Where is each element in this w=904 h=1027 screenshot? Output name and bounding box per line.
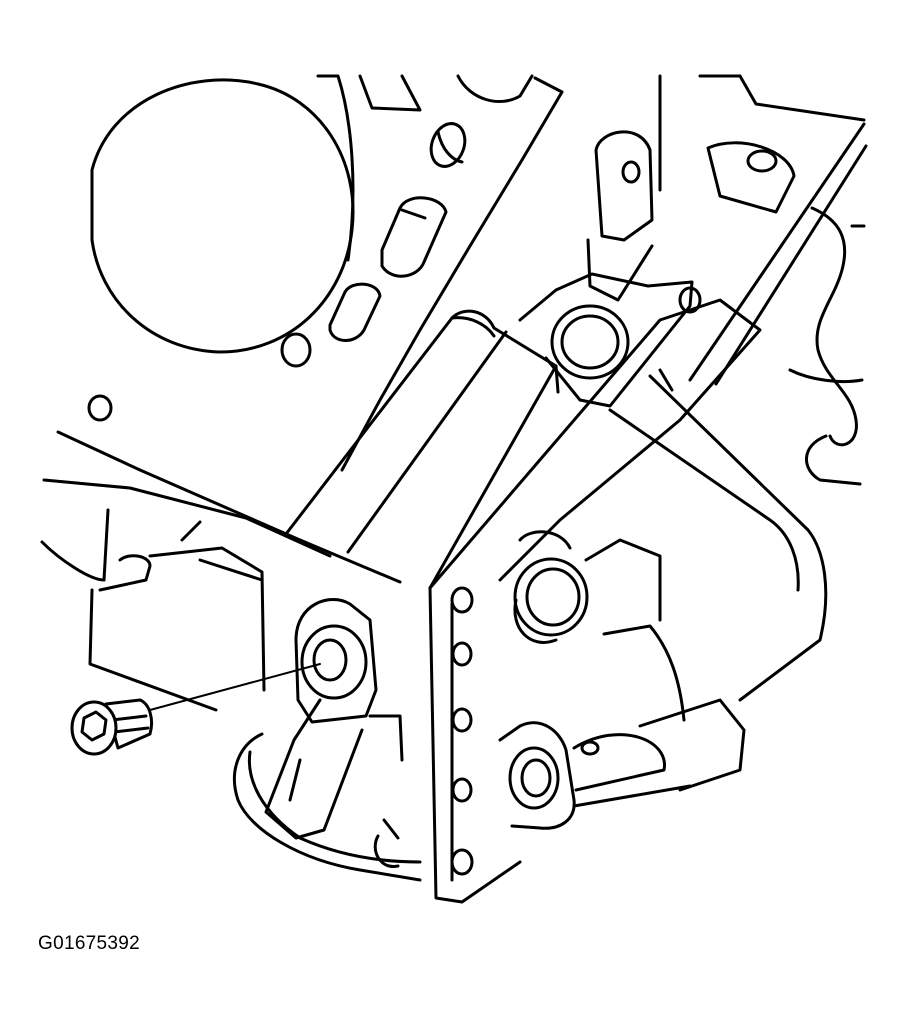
angled-bracket (284, 309, 828, 702)
cylinder-bore (90, 78, 355, 354)
figure-id-label: G01675392 (38, 933, 141, 954)
deck-surface (316, 74, 866, 472)
lower-right-boss (498, 698, 746, 830)
leader-line (149, 663, 321, 711)
front-plate (428, 298, 762, 904)
upper-bolt-boss (518, 272, 702, 408)
middle-boss (513, 530, 686, 722)
upper-right-bosses (586, 122, 868, 486)
pickup-flange (264, 598, 378, 840)
pan-rail (40, 430, 402, 712)
plug-bolt (70, 698, 154, 756)
oil-sump (233, 714, 422, 882)
deck-passages (87, 122, 467, 422)
